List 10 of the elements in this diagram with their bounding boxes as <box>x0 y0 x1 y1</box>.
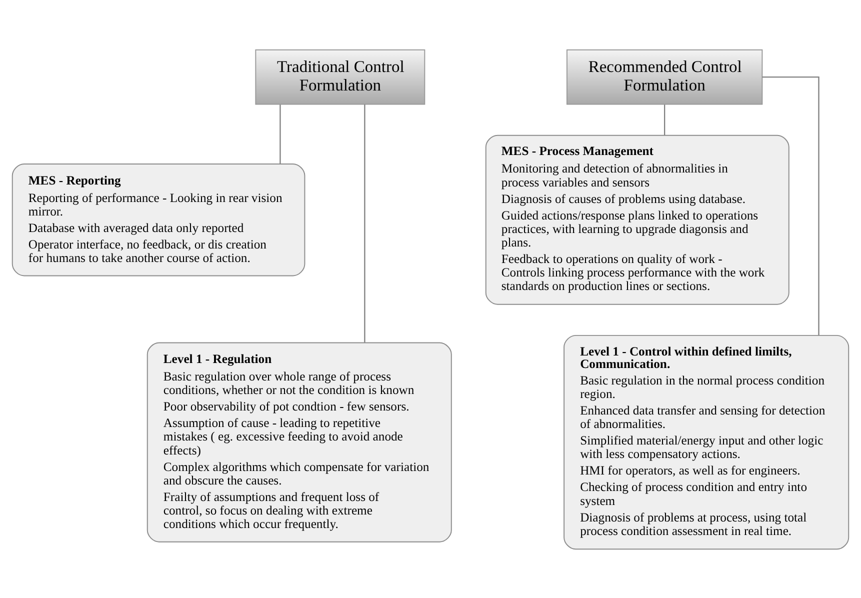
connector <box>364 104 366 342</box>
connector <box>280 104 281 164</box>
node-box: MES - Reporting Reporting of performance - Looking in rear vision mirror. Database with averaged data only reported Operator interface, no feedback, or dis creation for humans to take another course of action. <box>12 163 306 276</box>
node-box: Traditional Control Formulation <box>255 48 426 104</box>
node-box: Level 1 - Control within defined limilts, Communication. Basic regulation in the normal process condition region. Enhanced data transfer and sensing for detection of abnormalities. Simplified material/energy input and other logic with less compensatory actions. HMI for operators, as well as for engineers. Checking of process condition and entry into system Diagnosis of problems at process, using total process condition assessment in real time. <box>564 334 850 550</box>
connector <box>664 104 666 135</box>
node-box: MES - Process Management Monitoring and detection of abnormalities in process variables and sensors Diagnosis of causes of problems using database. Guided actions/response plans linked to operations practices, with learning to upgrade diagonsis and plans. Feedback to operations on quality of work - Controls linking process performance with the work standards on production lines or sections. <box>485 134 790 304</box>
node-box: Recommended Control Formulation <box>566 48 763 104</box>
connector <box>762 76 820 335</box>
node-box: Level 1 - Regulation Basic regulation over whole range of process conditions, whether or not the condition is known Poor observability of pot condtion - few sensors. Assumption of cause - leading to repetitive mistakes ( eg. excessive feeding to avoid anode effects) Complex algorithms which compensate for variation and obscure the causes. Frailty of assumptions and frequent loss of control, so focus on dealing with extreme conditions which occur frequently. <box>146 342 452 542</box>
